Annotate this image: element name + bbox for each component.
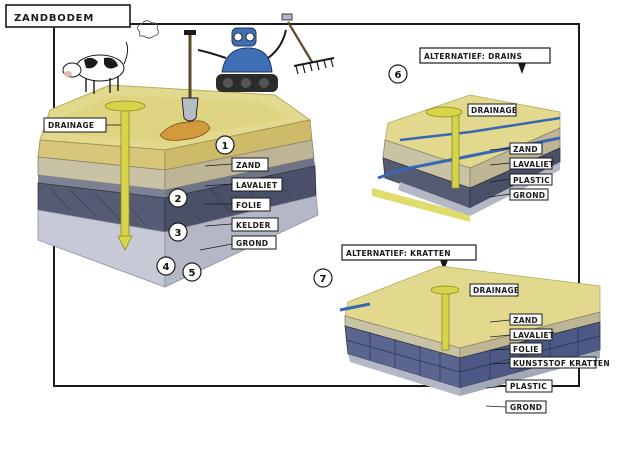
svg-text:1: 1 — [222, 141, 229, 152]
label-grond-kratten: GROND — [485, 400, 547, 414]
svg-text:KUNSTSTOF KRATTEN: KUNSTSTOF KRATTEN — [513, 359, 610, 368]
svg-text:LAVALIET: LAVALIET — [513, 331, 555, 340]
svg-text:7: 7 — [320, 274, 327, 285]
svg-text:ZAND: ZAND — [513, 316, 538, 325]
marker-5: 5 — [182, 262, 202, 282]
kratten-panel: ALTERNATIEF: KRATTEN 7 DRAINAGE ZAND — [313, 244, 610, 414]
label-lavaliet-main: LAVALIET — [204, 177, 283, 192]
sand-pile — [159, 120, 211, 141]
label-zand-main: ZAND — [204, 157, 269, 172]
svg-text:LAVALIET: LAVALIET — [513, 160, 555, 169]
cloud-icon — [137, 20, 159, 39]
marker-2: 2 — [168, 188, 188, 208]
svg-text:GROND: GROND — [236, 239, 268, 248]
marker-7: 7 — [313, 268, 333, 288]
svg-text:GROND: GROND — [510, 403, 542, 412]
label-lavaliet-drains: LAVALIET — [489, 157, 555, 170]
svg-text:FOLIE: FOLIE — [236, 201, 262, 210]
cow-illustration — [62, 41, 129, 94]
drains-title: ALTERNATIEF: DRAINS — [424, 52, 522, 61]
svg-text:ZAND: ZAND — [236, 161, 261, 170]
label-zand-kratten: ZAND — [489, 313, 543, 326]
svg-text:5: 5 — [189, 268, 196, 279]
svg-text:FOLIE: FOLIE — [513, 345, 539, 354]
label-lavaliet-kratten: LAVALIET — [489, 328, 555, 341]
label-zand-drains: ZAND — [489, 142, 543, 155]
marker-6: 6 — [388, 64, 408, 84]
main-title-box: ZANDBODEM — [5, 4, 131, 28]
svg-text:GROND: GROND — [513, 191, 545, 200]
label-drainage-drains: DRAINAGE — [467, 103, 517, 117]
label-folie-kratten: FOLIE — [489, 342, 543, 355]
svg-text:ZAND: ZAND — [513, 145, 538, 154]
drain-pipe-2 — [399, 116, 561, 142]
svg-text:PLASTIC: PLASTIC — [513, 176, 550, 185]
label-plastic-drains: PLASTIC — [489, 173, 553, 186]
drains-panel: ALTERNATIEF: DRAINS 6 DRAINAGE ZAND LAVA… — [372, 47, 561, 222]
marker-4: 4 — [156, 256, 176, 276]
svg-text:DRAINAGE: DRAINAGE — [48, 121, 94, 130]
drains-title-box — [419, 47, 551, 64]
shovel-icon — [181, 30, 199, 122]
svg-text:LAVALIET: LAVALIET — [236, 181, 278, 190]
kratten-title-box — [341, 244, 477, 261]
drainage-shaft — [120, 107, 130, 239]
marker-1: 1 — [215, 135, 235, 155]
label-drainage-kratten: DRAINAGE — [469, 283, 519, 297]
kratten-title: ALTERNATIEF: KRATTEN — [346, 249, 451, 258]
main-title: ZANDBODEM — [14, 13, 94, 24]
label-grond-drains: GROND — [489, 188, 549, 201]
svg-text:6: 6 — [395, 70, 402, 81]
label-folie-main: FOLIE — [205, 197, 271, 212]
svg-text:4: 4 — [163, 262, 170, 273]
svg-text:PLASTIC: PLASTIC — [510, 382, 547, 391]
svg-text:DRAINAGE: DRAINAGE — [473, 286, 519, 295]
marker-3: 3 — [168, 222, 188, 242]
main-soil-block: DRAINAGE ZAND LAVALIET FOLIE KELDER GRON… — [37, 13, 335, 288]
label-kratten-kratten: KUNSTSTOF KRATTEN — [489, 356, 610, 369]
drainage-puddle — [104, 100, 146, 112]
label-drainage-main: DRAINAGE — [43, 117, 121, 133]
svg-text:KELDER: KELDER — [236, 221, 271, 230]
svg-text:2: 2 — [175, 194, 182, 205]
rake-icon — [287, 21, 335, 75]
label-kelder-main: KELDER — [204, 217, 279, 232]
robot-illustration — [197, 13, 293, 92]
label-plastic-kratten: PLASTIC — [485, 379, 553, 393]
label-grond-main: GROND — [199, 235, 277, 251]
svg-text:DRAINAGE: DRAINAGE — [471, 106, 517, 115]
svg-text:3: 3 — [175, 228, 182, 239]
